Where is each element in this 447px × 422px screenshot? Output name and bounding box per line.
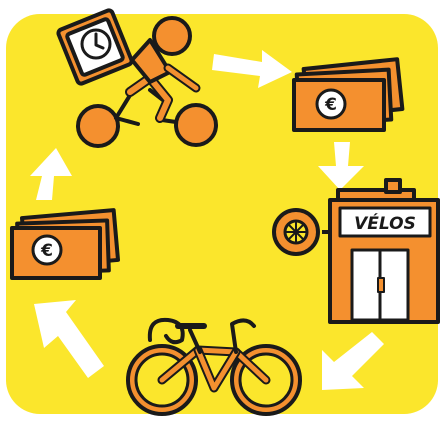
banknotes-icon: € [294,59,402,130]
banknotes-icon: € [12,210,118,278]
shop-sign: VÉLOS [354,212,416,234]
banknote-euro-symbol: € [324,95,337,115]
banknote-euro-symbol: € [40,241,53,261]
